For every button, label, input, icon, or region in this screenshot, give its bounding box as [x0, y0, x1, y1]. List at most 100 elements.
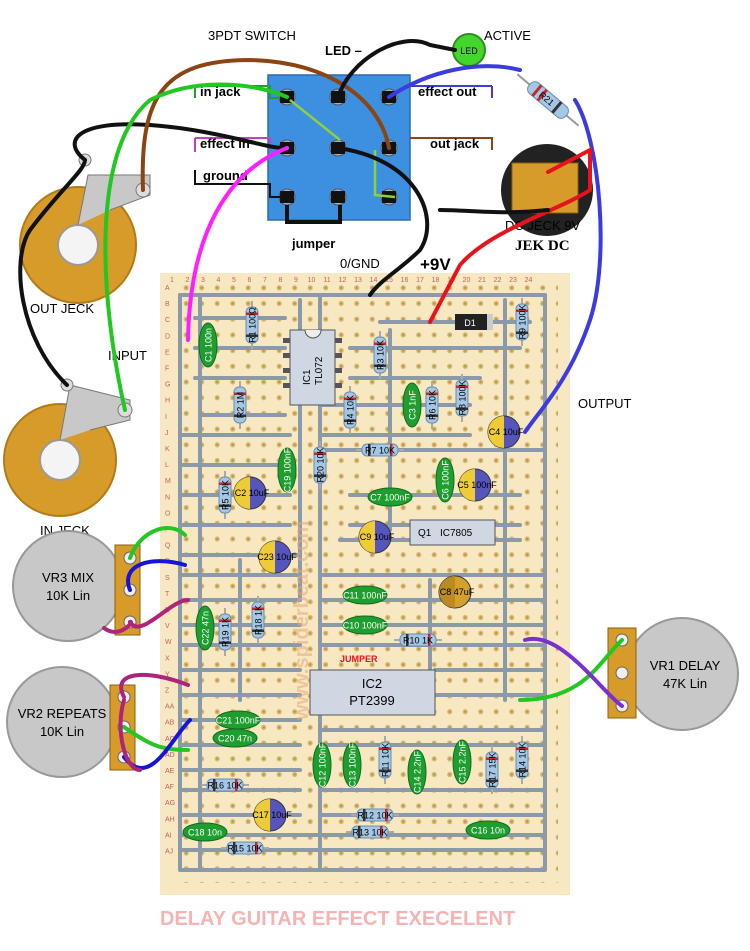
capacitor-label: C5 100nF: [457, 480, 497, 490]
resistor-label: R17 15K: [488, 752, 498, 787]
board-column-number: 4: [217, 277, 221, 284]
wire-purple-vr3-loop: [102, 620, 133, 634]
vr3-body: [12, 530, 124, 642]
resistor: R19 1K: [218, 608, 232, 656]
wire-red-9v: [428, 146, 592, 324]
resistor-label: R10 1K: [403, 636, 433, 646]
gnd-label: 0/GND: [340, 256, 380, 271]
label-in-jack: in jack: [200, 84, 241, 99]
board-row-letter: M: [165, 478, 171, 485]
vr2-name: VR2 REPEATS: [18, 706, 107, 721]
diode-d1: D1: [455, 314, 493, 330]
q1-body: [409, 519, 496, 546]
jumper-wire: [285, 205, 342, 224]
wire-green-vr3: [128, 526, 187, 560]
board-row-letter: J: [165, 430, 169, 437]
out-jack[interactable]: OUT JECK: [19, 153, 151, 316]
ceramic-capacitor: C14 2.2nF: [407, 749, 427, 795]
pot-vr1-delay[interactable]: VR1 DELAY 47K Lin: [607, 617, 739, 731]
resistor: R5 10K: [218, 471, 232, 519]
capacitor-label: C12 100nF: [318, 742, 328, 787]
capacitor-label: C20 47n: [218, 734, 252, 744]
resistor: R17 15K: [485, 746, 499, 794]
vr2-body: [6, 666, 118, 778]
vr1-value: 47K Lin: [663, 676, 707, 691]
board-row-letter: AI: [165, 832, 172, 839]
board-column-number: 22: [494, 277, 502, 284]
ceramic-capacitor: C12 100nF: [312, 742, 332, 788]
wires: [18, 39, 624, 772]
resistor: R20 10K: [313, 441, 327, 489]
switch-title: 3PDT SWITCH: [208, 28, 296, 43]
out-jack-label: OUT JECK: [30, 301, 94, 316]
capacitor-label: C3 1nF: [408, 390, 418, 420]
board-column-number: 20: [463, 277, 471, 284]
ceramic-capacitor: C11 100nF: [342, 585, 388, 605]
vr2-value: 10K Lin: [40, 724, 84, 739]
capacitor-label: C23 10uF: [257, 552, 297, 562]
out-jack-lug: [77, 174, 151, 226]
board-row-letter: O: [165, 510, 171, 517]
label-led-minus: LED –: [325, 43, 362, 58]
ic1-part: TL072: [314, 356, 325, 385]
board-row-letter: AA: [165, 704, 175, 711]
board-column-number: 23: [509, 277, 517, 284]
capacitor-label: C4 10uF: [489, 427, 524, 437]
resistor: R7 10K: [356, 443, 404, 457]
ic2-jumper-label: JUMPER: [340, 654, 378, 664]
ic2-part: PT2399: [349, 693, 395, 708]
board-row-letter: Z: [165, 688, 170, 695]
q1-ic7805: Q1 IC7805: [409, 519, 496, 546]
in-jack[interactable]: IN JECK: [3, 378, 133, 538]
ceramic-capacitor: C15 2.2nF: [452, 739, 472, 785]
board-column-number: 12: [339, 277, 347, 284]
capacitor-label: C17 10uF: [252, 810, 292, 820]
capacitor-label: C7 100nF: [370, 493, 410, 503]
board-row-letter: A: [165, 285, 170, 292]
resistor: R8 100K: [455, 374, 469, 422]
board-column-number: 3: [201, 277, 205, 284]
ceramic-capacitor: C3 1nF: [402, 382, 422, 428]
board-column-number: 5: [232, 277, 236, 284]
d1-label: D1: [464, 318, 476, 328]
label-out-jack: out jack: [430, 136, 480, 151]
resistor-label: R16 10K: [207, 781, 242, 791]
led-status-label: ACTIVE: [484, 28, 531, 43]
board-row-letter: F: [165, 366, 169, 373]
board-column-number: 17: [416, 277, 424, 284]
resistor-label: R15 10K: [227, 844, 262, 854]
board-row-letter: W: [165, 639, 172, 646]
wire-green-vr1: [518, 638, 624, 702]
resistor-label: R2 1M: [236, 392, 246, 419]
dc-jack[interactable]: DC JECK 9V JEK DC: [501, 144, 593, 254]
pot-vr2-repeats[interactable]: VR2 REPEATS 10K Lin: [6, 666, 136, 778]
wire-blue-vr3: [126, 559, 187, 592]
resistor-label: R9 100K: [518, 304, 528, 339]
board-column-number: 6: [248, 277, 252, 284]
board-column-number: 16: [401, 277, 409, 284]
capacitor-label: C16 10n: [471, 826, 505, 836]
watermark: www.spiderbeat.com: [291, 521, 313, 721]
board-row-letter: D: [165, 333, 170, 340]
board-row-letter: N: [165, 494, 170, 501]
ceramic-capacitor: C16 10n: [465, 820, 511, 840]
pot-vr3-mix[interactable]: VR3 MIX 10K Lin: [12, 530, 141, 642]
capacitor-label: C6 100nF: [441, 460, 451, 500]
board-row-letter: C: [165, 317, 170, 324]
electrolytic-capacitor: C17 10uF: [252, 798, 292, 832]
electrolytic-capacitor: C8 47uF: [438, 575, 475, 609]
wire-black-dc: [438, 208, 550, 215]
wire-brown-outjack: [140, 57, 391, 192]
resistor: R16 10K: [201, 778, 249, 792]
electrolytic-capacitor: C23 10uF: [257, 540, 297, 574]
led-indicator: LED ACTIVE: [452, 28, 531, 67]
board-row-letter: X: [165, 655, 170, 662]
capacitor-label: C22 47n: [201, 611, 211, 645]
capacitor-label: C2 10uF: [235, 488, 270, 498]
electrolytic-capacitor: C5 100nF: [457, 468, 497, 502]
ceramic-capacitor: C22 47n: [195, 605, 215, 651]
resistor-label: R7 10K: [365, 446, 395, 456]
